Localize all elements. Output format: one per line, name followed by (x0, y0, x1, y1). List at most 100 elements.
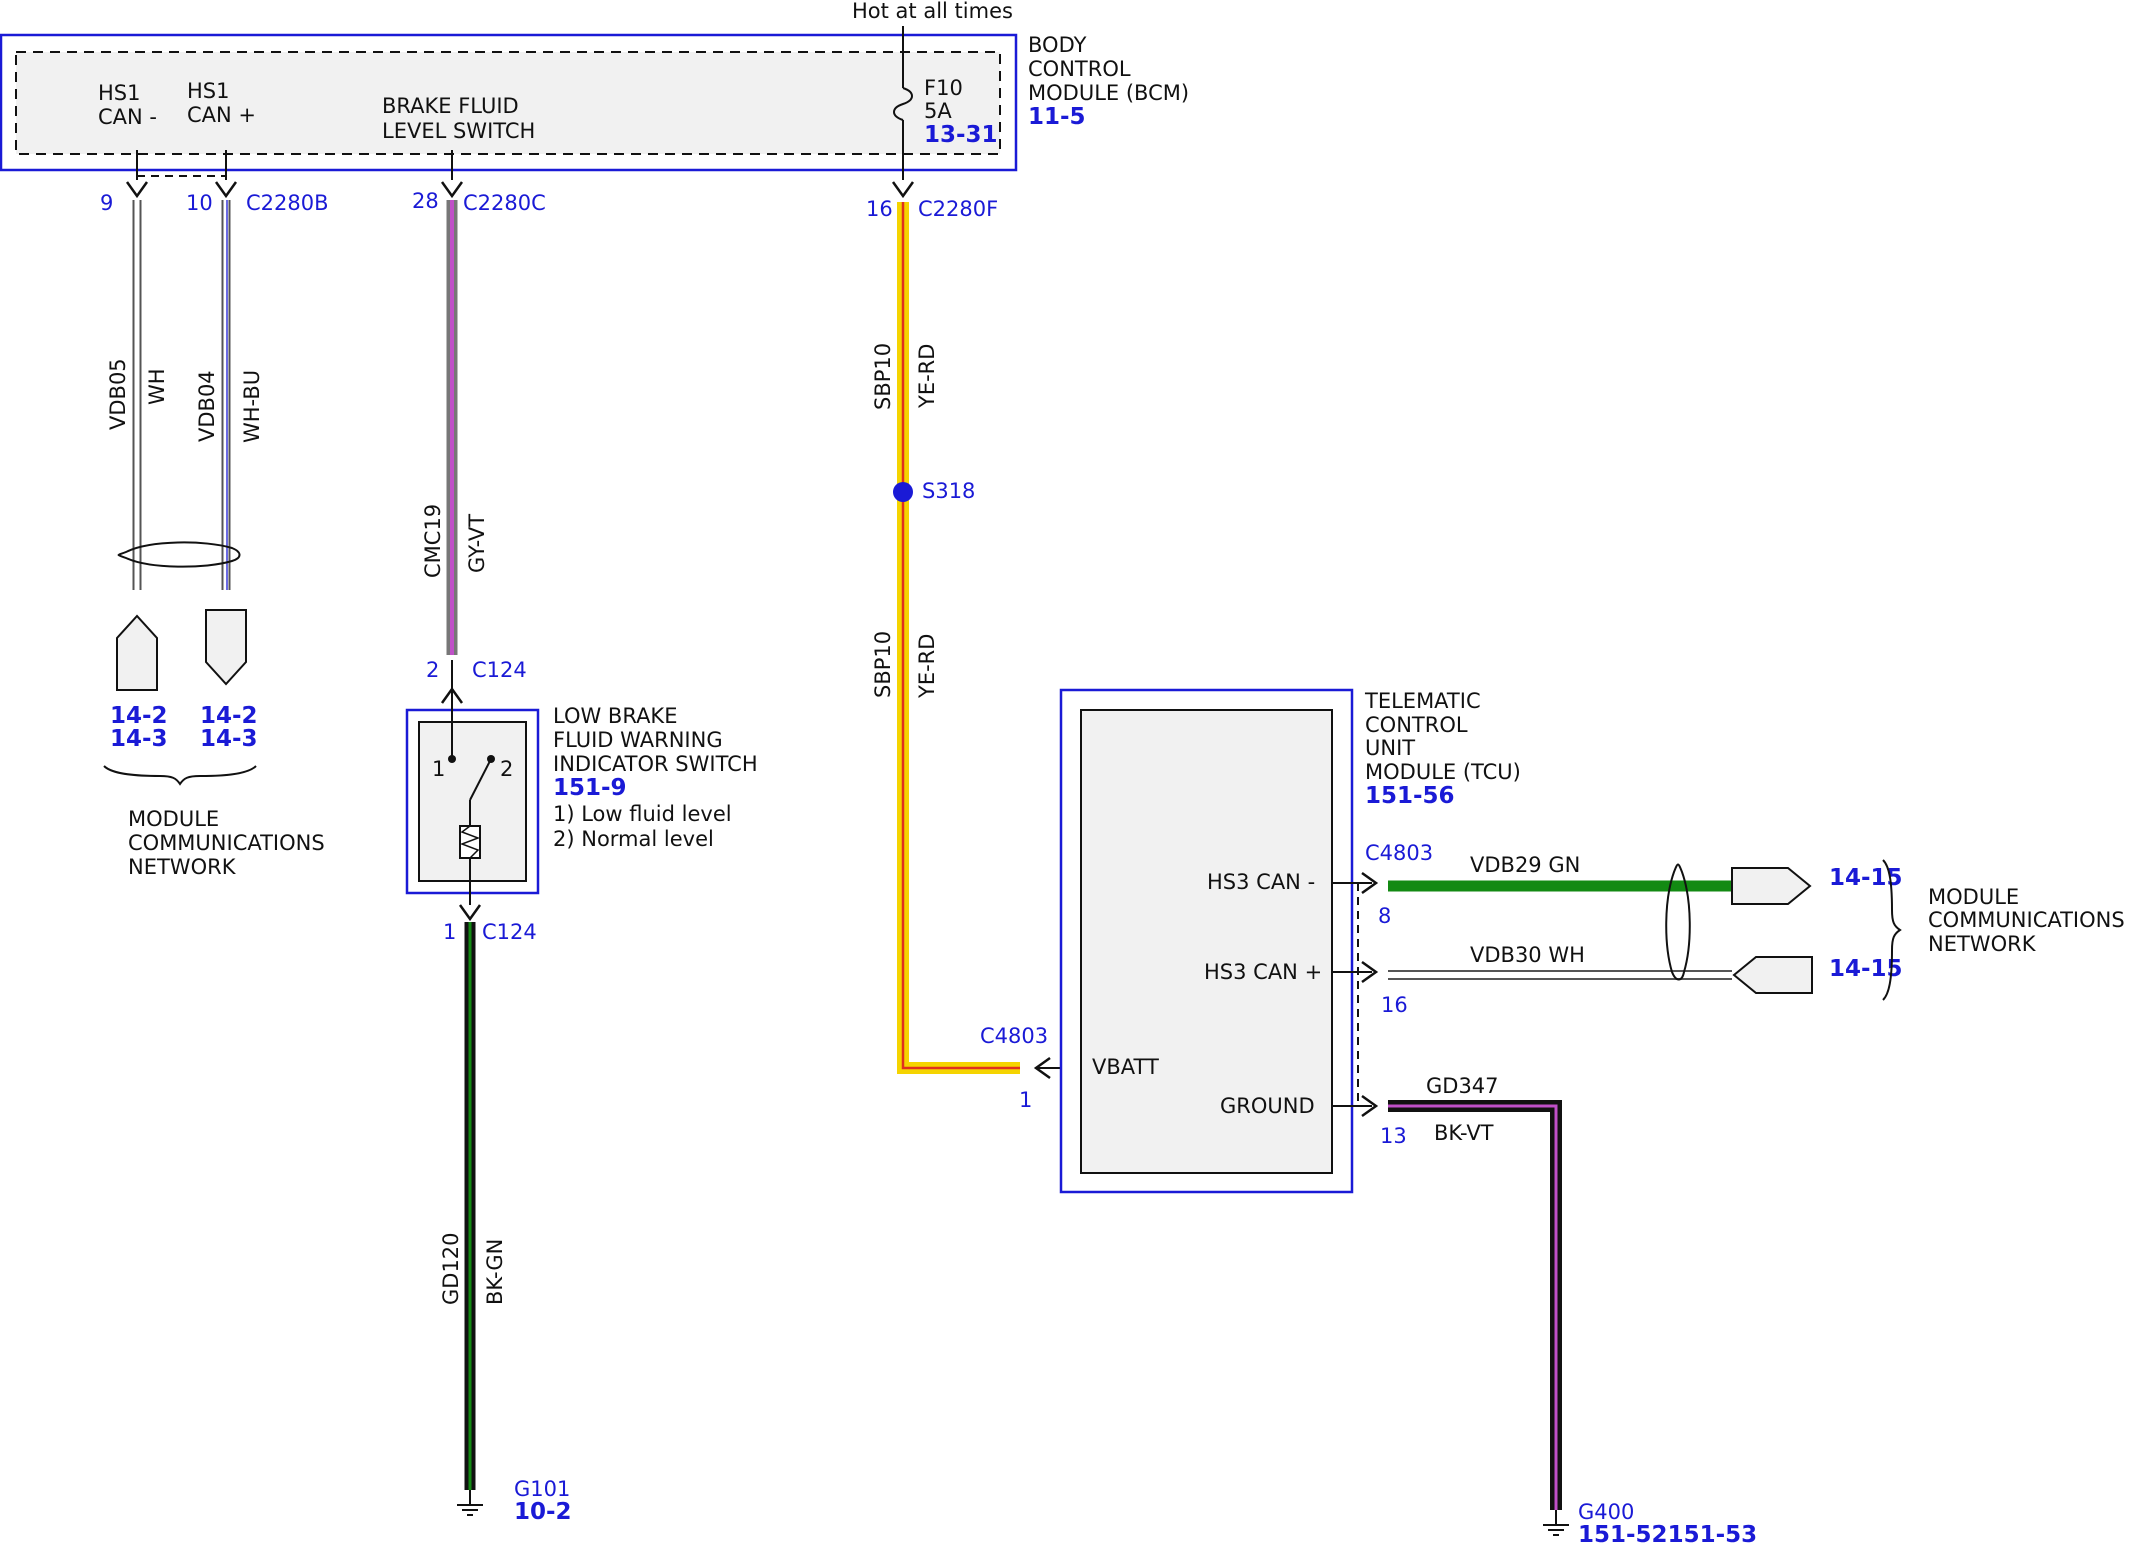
bcm-name-line-2: CONTROL (1028, 57, 1131, 81)
tcu-hs3-minus-label: HS3 CAN - (1207, 870, 1315, 894)
hs1-can-plus-line-2: CAN + (187, 103, 256, 127)
bus-connector-right-1 (1731, 867, 1812, 905)
switch-note-2: 2) Normal level (553, 827, 714, 851)
wire-label-cmc19: CMC19 (421, 504, 445, 578)
tcu-name-line-1: TELEMATIC (1364, 689, 1481, 713)
pin-9: 9 (100, 191, 113, 215)
left-ref-1b[interactable]: 14-3 (110, 726, 168, 752)
brake-fluid-switch-line-1: BRAKE FLUID (382, 94, 519, 118)
pin-8: 8 (1378, 904, 1391, 928)
wire-gd347-outer (1388, 1100, 1562, 1510)
ground-g400: G400 (1578, 1500, 1634, 1524)
bcm-ref-link[interactable]: 11-5 (1028, 104, 1086, 130)
bcm-internal-box (15, 51, 1001, 155)
left-ref-2a[interactable]: 14-2 (200, 703, 258, 729)
right-network-line-1: MODULE (1928, 885, 2019, 909)
tcu-hs3-plus-label: HS3 CAN + (1204, 960, 1322, 984)
switch-contact-1 (448, 755, 456, 763)
fuse-label-line-1: F10 (924, 76, 963, 100)
connector-c4803-can[interactable]: C4803 (1365, 841, 1433, 865)
right-network-line-3: NETWORK (1928, 932, 2037, 956)
tcu-internal-box (1080, 709, 1333, 1174)
ground-symbol-g400 (1543, 1510, 1569, 1536)
wire-gd347 (1388, 1100, 1562, 1510)
switch-name-line-2: FLUID WARNING (553, 728, 723, 752)
wire-color-wh-bu: WH-BU (240, 370, 264, 443)
connector-c2280c[interactable]: C2280C (463, 191, 546, 215)
bus-connector-left-1 (116, 614, 158, 691)
bcm-label: BODY CONTROL MODULE (BCM) 11-5 (1028, 33, 1189, 130)
ground-symbol-g101 (457, 1490, 483, 1516)
splice-s318-dot[interactable] (893, 482, 913, 502)
bus-connector-right-2 (1732, 956, 1813, 994)
hs1-can-minus-line-1: HS1 (98, 81, 140, 105)
hs1-can-minus-line-2: CAN - (98, 105, 157, 129)
switch-name-line-3: INDICATOR SWITCH (553, 752, 758, 776)
wire-label-vdb29: VDB29 GN (1470, 853, 1580, 877)
tcu-name-line-3: UNIT (1365, 736, 1415, 760)
pin-1-c124: 1 (443, 920, 456, 944)
switch-ref-link[interactable]: 151-9 (553, 775, 627, 801)
pin16-arrow (891, 181, 915, 199)
wire-color-gy-vt: GY-VT (465, 514, 489, 573)
tcu-name-line-2: CONTROL (1365, 713, 1468, 737)
connector-c2280b[interactable]: C2280B (246, 191, 329, 215)
wire-gd347-stripe (1388, 1104, 1558, 1510)
twist-symbol-right (1665, 863, 1691, 981)
ground-g400-ref[interactable]: 151-52151-53 (1578, 1522, 1757, 1546)
wire-vdb04 (221, 200, 231, 590)
pin28-arrow (440, 181, 464, 199)
c124-bottom-arrow (458, 904, 482, 922)
wire-label-vdb30: VDB30 WH (1470, 943, 1585, 967)
bus-connector-left-2 (205, 609, 247, 686)
left-network-line-2: COMMUNICATIONS (128, 831, 325, 855)
left-ref-1a[interactable]: 14-2 (110, 703, 168, 729)
wire-label-gd347: GD347 (1426, 1074, 1499, 1098)
wire-label-sbp10-b: SBP10 (871, 631, 895, 698)
left-network-brace (103, 765, 257, 786)
wire-label-sbp10-a: SBP10 (871, 343, 895, 410)
pin8-arrow (1361, 871, 1379, 895)
ground-g101-ref[interactable]: 10-2 (514, 1499, 572, 1525)
pin-16-tcu: 16 (1381, 993, 1408, 1017)
splice-s318-label: S318 (922, 479, 975, 503)
hs1-can-plus-line-1: HS1 (187, 79, 229, 103)
connector-c124-bottom[interactable]: C124 (482, 920, 537, 944)
pin-13: 13 (1380, 1124, 1407, 1148)
connector-c124-top[interactable]: C124 (472, 658, 527, 682)
wire-color-ye-rd-a: YE-RD (915, 344, 939, 409)
switch-name-line-1: LOW BRAKE (553, 704, 677, 728)
pin-16-bcm: 16 (866, 197, 893, 221)
left-network-line-1: MODULE (128, 807, 219, 831)
right-network-brace (1882, 859, 1902, 1001)
wire-label-vdb04: VDB04 (195, 370, 219, 442)
pin-28: 28 (412, 189, 439, 213)
wire-color-wh: WH (145, 368, 169, 405)
hot-at-all-times-label: Hot at all times (852, 0, 1013, 23)
ground-g101: G101 (514, 1477, 570, 1501)
switch-pos-1: 1 (432, 757, 445, 781)
right-network-line-2: COMMUNICATIONS (1928, 908, 2125, 932)
fuse-ref-link[interactable]: 13-31 (924, 122, 998, 148)
twist-symbol-left (117, 541, 241, 568)
tcu-vbatt-label: VBATT (1092, 1055, 1159, 1079)
fuse-symbol (893, 87, 913, 121)
tcu-ref-link[interactable]: 151-56 (1365, 783, 1455, 809)
pin10-arrow (214, 181, 238, 199)
tcu-name-line-4: MODULE (TCU) (1365, 760, 1521, 784)
wire-label-vdb05: VDB05 (106, 358, 130, 430)
left-ref-2b[interactable]: 14-3 (200, 726, 258, 752)
connector-c2280f[interactable]: C2280F (918, 197, 998, 221)
left-network-line-3: NETWORK (128, 855, 237, 879)
switch-note-1: 1) Low fluid level (553, 802, 732, 826)
connector-c4803-vbatt[interactable]: C4803 (980, 1024, 1048, 1048)
pin16-tcu-arrow (1361, 960, 1379, 984)
pin13-arrow (1361, 1094, 1379, 1118)
switch-blade (469, 758, 492, 801)
pin9-arrow (125, 181, 149, 199)
fuse-label-line-2: 5A (924, 99, 952, 123)
pin-10: 10 (186, 191, 213, 215)
pin-2-c124: 2 (426, 658, 439, 682)
switch-pos-2: 2 (500, 757, 513, 781)
